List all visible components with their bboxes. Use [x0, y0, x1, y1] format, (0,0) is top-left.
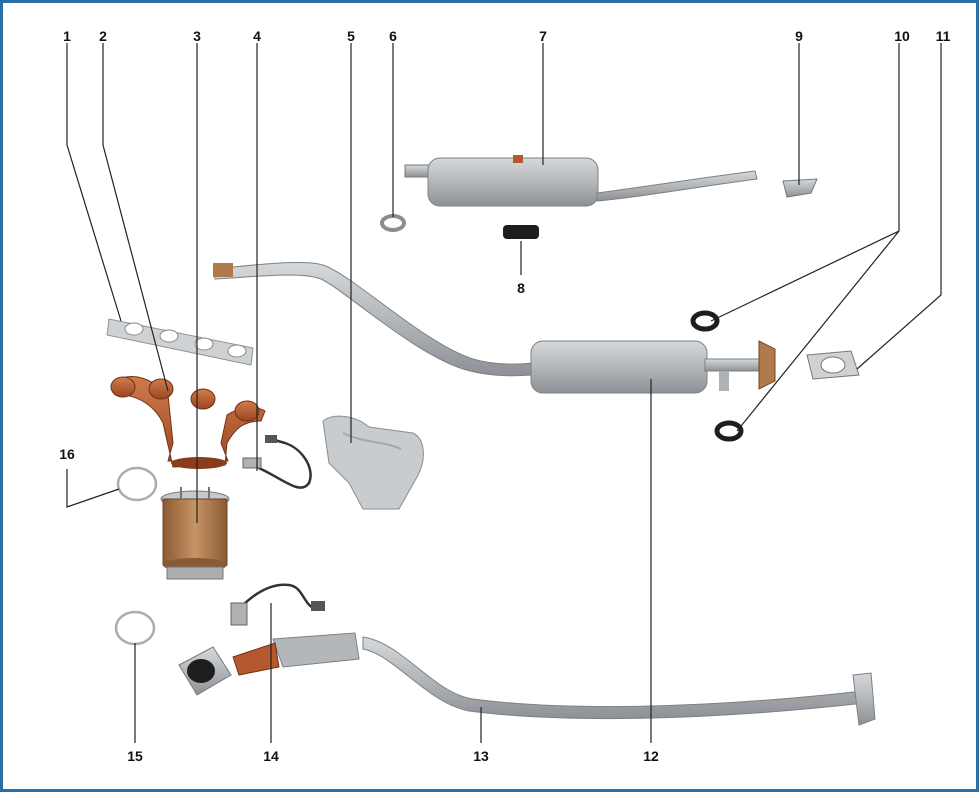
- heat-shield: [322, 415, 424, 510]
- catalytic-converter: [160, 487, 230, 580]
- exhaust-system-diagram: 1 2 3 4 5 6 7 8 9 10 11 12 13 14 15 16: [59, 28, 951, 764]
- label-9: 9: [795, 28, 803, 44]
- flange-gasket: [806, 350, 860, 380]
- rear-muffler: [404, 155, 758, 207]
- oxygen-sensor-upper: [242, 435, 312, 489]
- label-14: 14: [263, 748, 279, 764]
- label-8: 8: [517, 280, 525, 296]
- front-pipe: [178, 632, 876, 726]
- leader-lines: [66, 43, 942, 743]
- label-13: 13: [473, 748, 489, 764]
- label-10: 10: [894, 28, 910, 44]
- label-5: 5: [347, 28, 355, 44]
- label-1: 1: [63, 28, 71, 44]
- label-11: 11: [936, 28, 951, 44]
- label-16: 16: [59, 446, 75, 462]
- label-6: 6: [389, 28, 397, 44]
- sealing-ring-lower: [114, 610, 156, 646]
- label-2: 2: [99, 28, 107, 44]
- label-12: 12: [643, 748, 659, 764]
- rubber-rings: [690, 310, 744, 442]
- label-3: 3: [193, 28, 201, 44]
- rubber-mount: [503, 225, 539, 239]
- label-7: 7: [539, 28, 547, 44]
- oxygen-sensor-lower: [230, 583, 325, 626]
- label-4: 4: [253, 28, 261, 44]
- mounting-bracket: [782, 178, 818, 198]
- manifold-gasket: [106, 318, 254, 366]
- middle-pipe-muffler: [213, 261, 776, 394]
- exhaust-manifold: [110, 376, 266, 469]
- label-15: 15: [127, 748, 143, 764]
- pipe-clamp: [380, 214, 406, 232]
- sealing-ring-upper: [116, 466, 158, 502]
